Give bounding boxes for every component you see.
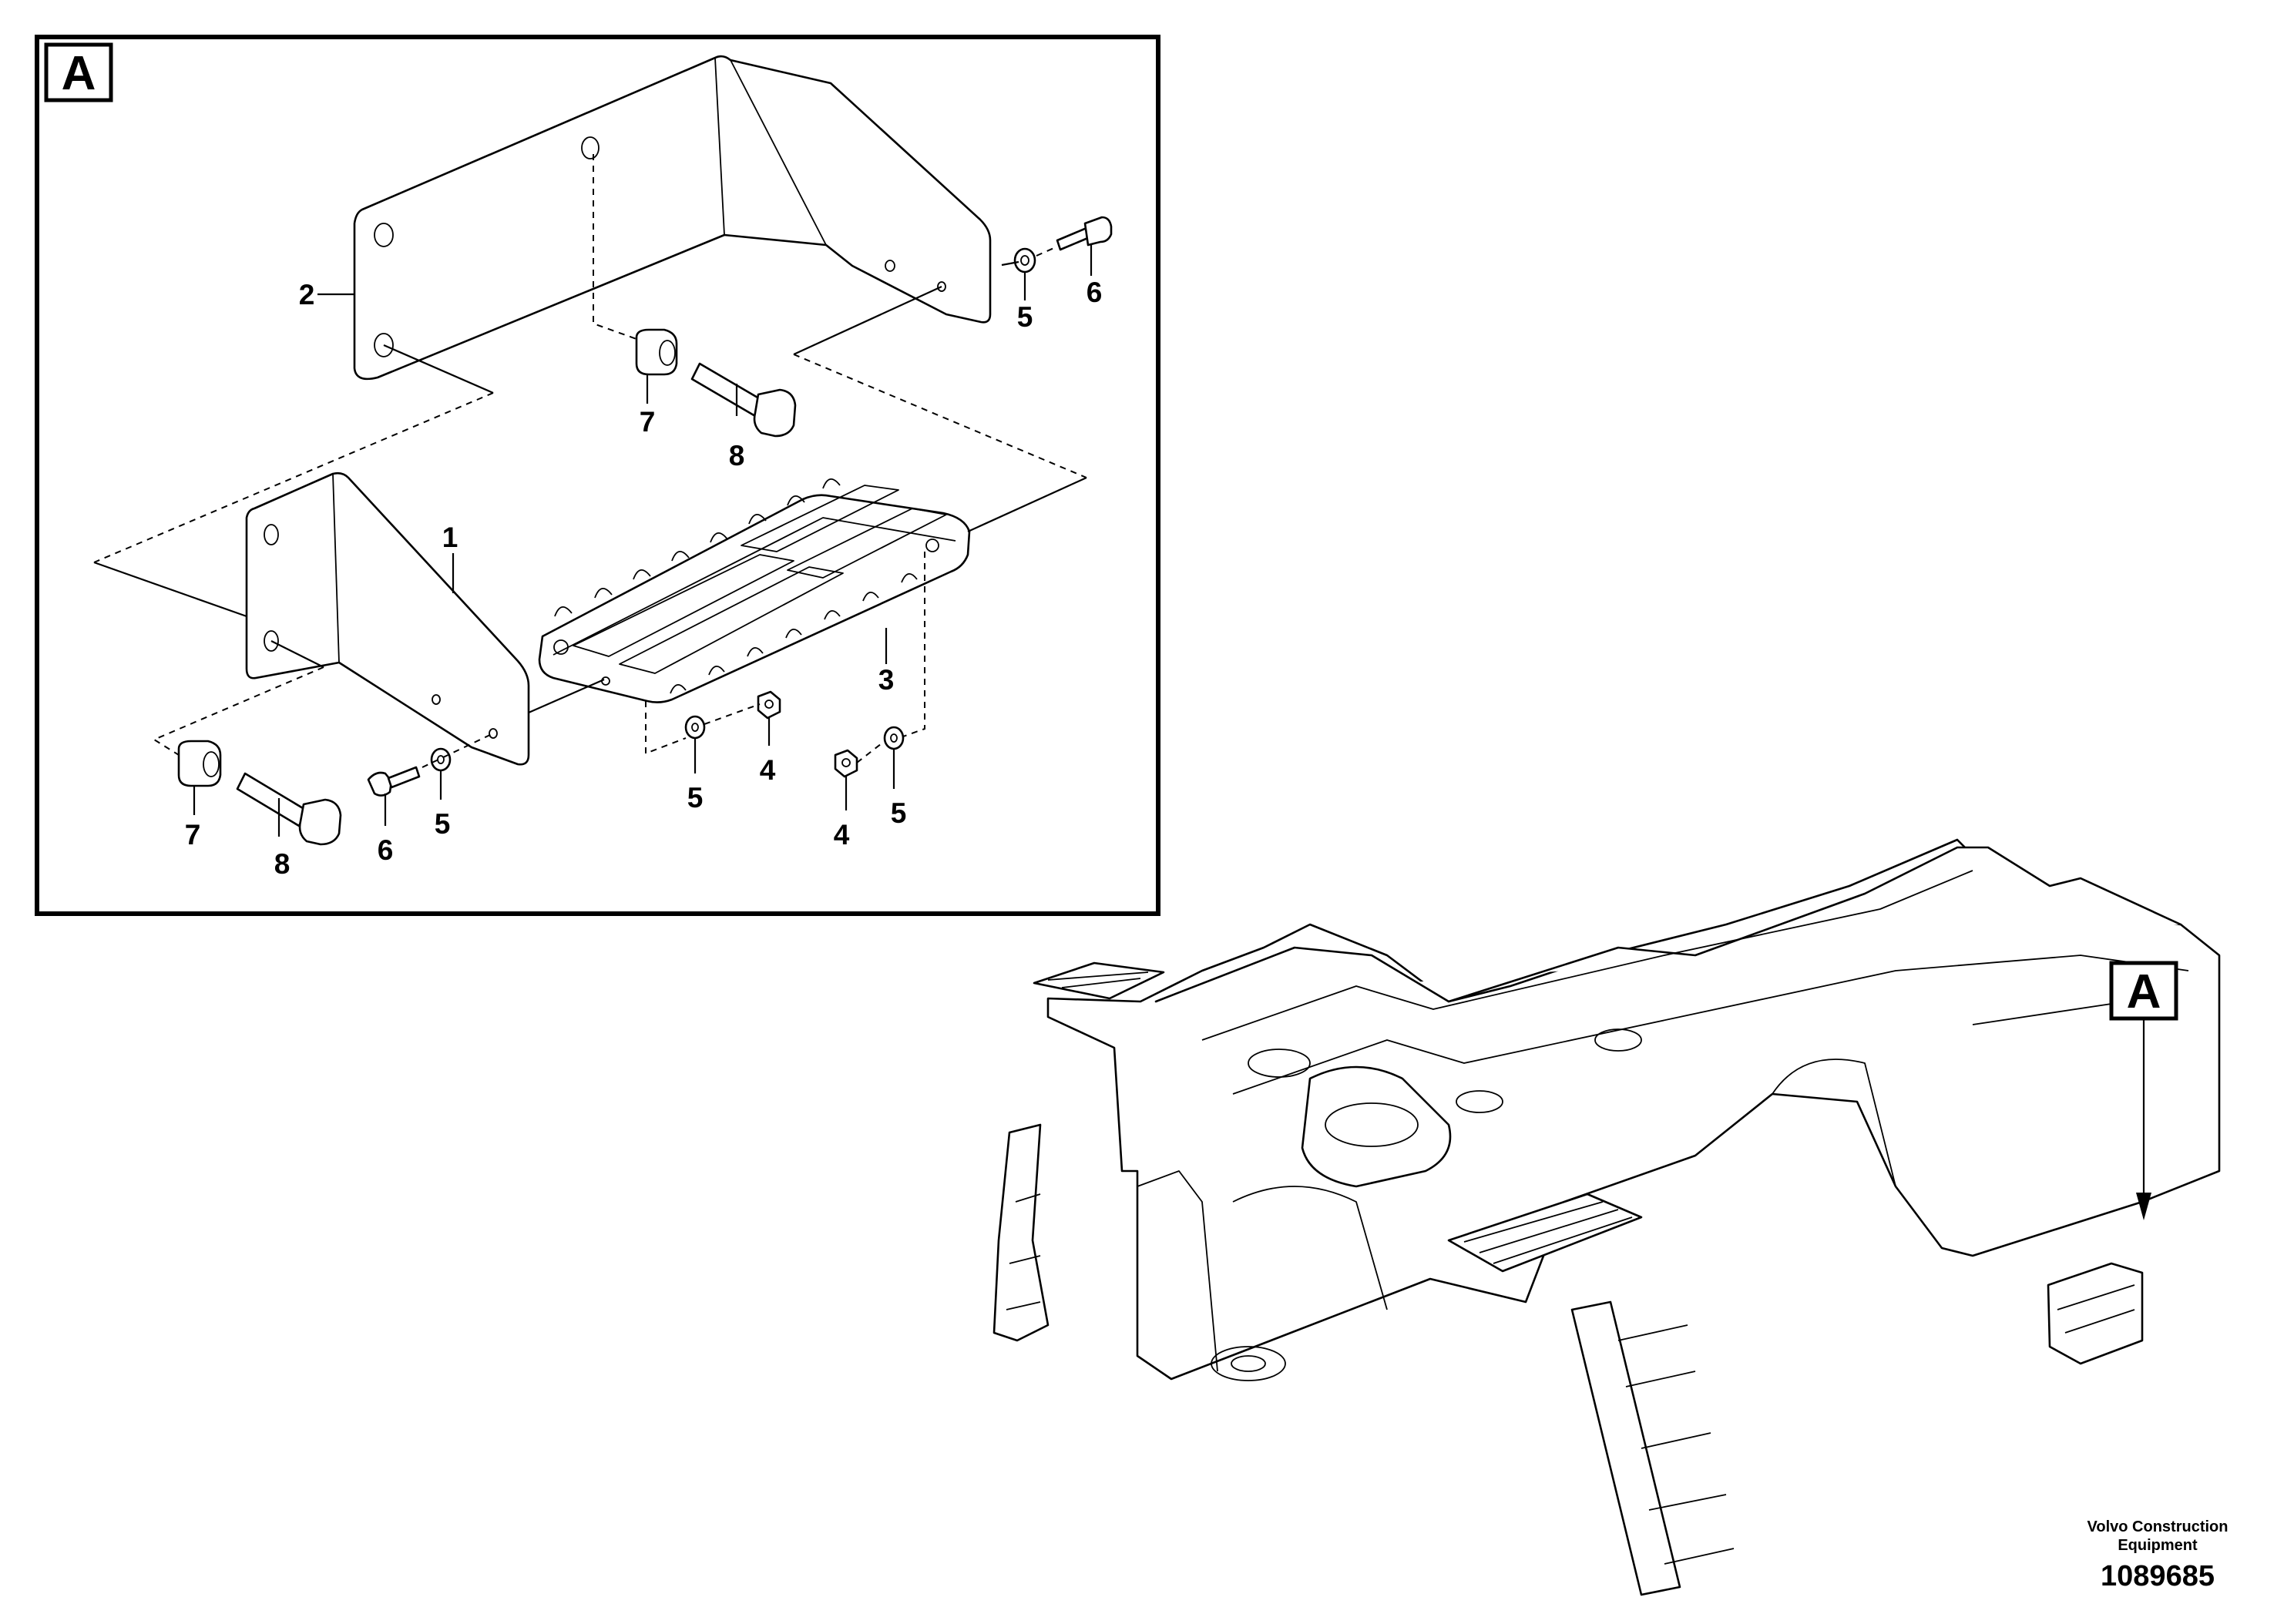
callout-4-right: 4 (834, 819, 850, 851)
callout-4-middle: 4 (760, 754, 776, 786)
washer-5-top (1013, 247, 1036, 273)
callout-7-top: 7 (640, 406, 656, 438)
part-2-bracket (353, 55, 992, 381)
callout-labels: 2 1 3 5 6 7 8 7 8 6 5 5 4 4 5 (185, 277, 1103, 880)
bolt-6-top (1056, 216, 1113, 251)
detail-letter-box (44, 42, 113, 102)
part-1-bracket (245, 471, 530, 766)
arrow-down-icon (2136, 1193, 2151, 1220)
part-3-step-tread (538, 478, 971, 703)
ladder-front-left (992, 1123, 1050, 1342)
washer-5-right (883, 726, 905, 750)
footer-credit: Volvo Construction Equipment 1089685 (2087, 1518, 2229, 1592)
tread-teeth (554, 478, 918, 694)
callout-5-right: 5 (891, 797, 907, 829)
document-number: 1089685 (2101, 1560, 2215, 1592)
spacer-7-top (635, 328, 678, 376)
callout-5-bottom-left: 5 (435, 808, 451, 840)
machine-frame-overview (992, 838, 2221, 1596)
credit-line-1: Volvo Construction (2087, 1518, 2229, 1535)
detail-letter: A (62, 47, 96, 100)
ladder-middle (1570, 1300, 1681, 1596)
bolt-6-bottom (367, 766, 421, 797)
nut-4-right (834, 749, 858, 778)
callout-5-middle: 5 (687, 782, 704, 814)
platform-front-left (1033, 961, 1165, 1000)
callout-6-top: 6 (1087, 277, 1103, 308)
nut-4-middle (757, 690, 781, 720)
spacer-7-bottom (177, 740, 222, 787)
credit-line-2: Equipment (2118, 1537, 2198, 1554)
callout-7-bottom: 7 (185, 819, 201, 851)
assembly-lines (93, 154, 1087, 768)
rear-step-highlight (2047, 1262, 2144, 1365)
callout-8-bottom: 8 (274, 848, 291, 880)
overview-marker-a: A (2109, 961, 2178, 1220)
washer-5-middle (684, 715, 706, 740)
callout-8-top: 8 (729, 440, 745, 471)
washer-5-bottom-left (430, 747, 452, 772)
callout-5-top: 5 (1017, 301, 1033, 333)
overview-marker-letter: A (2127, 965, 2161, 1018)
bolt-8-bottom (236, 772, 342, 846)
platform-grating (1047, 971, 1633, 1264)
callout-3: 3 (878, 664, 895, 696)
callout-1: 1 (442, 522, 458, 553)
callout-6-bottom: 6 (378, 834, 394, 866)
bolt-8-top (690, 362, 797, 438)
callout-2: 2 (299, 279, 315, 310)
callout-leaders (193, 243, 1093, 837)
